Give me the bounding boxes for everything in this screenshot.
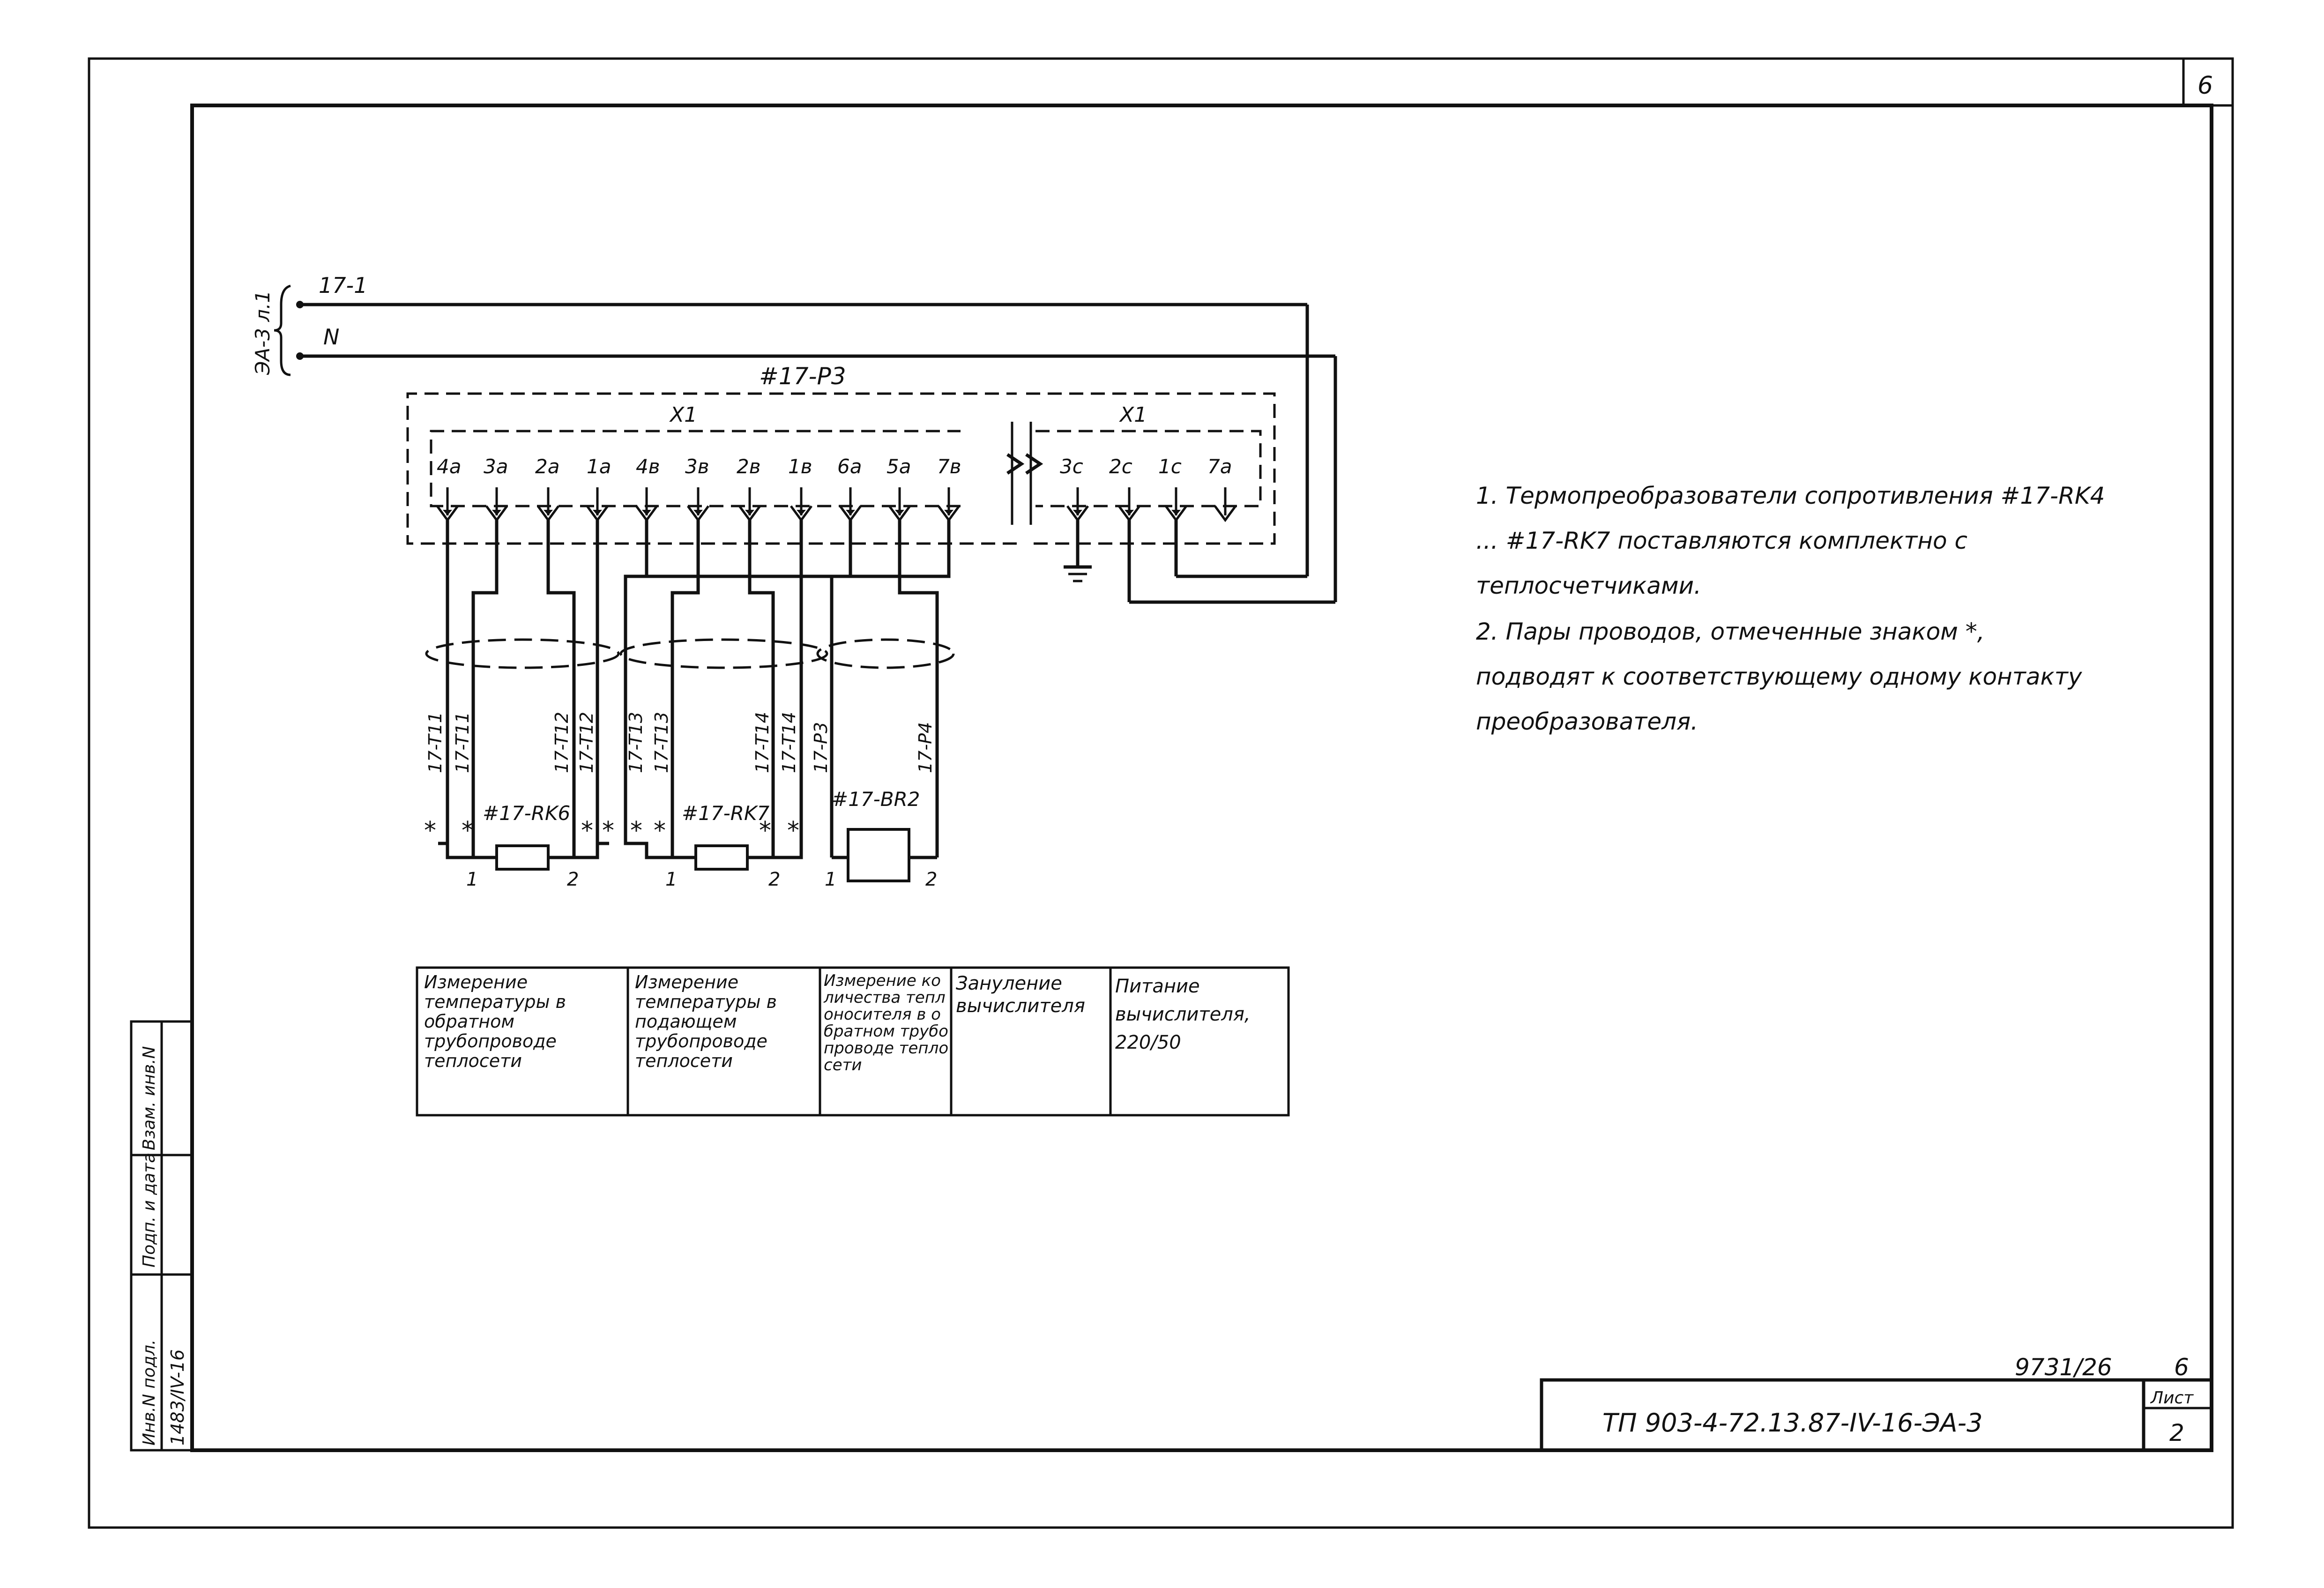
asterisk-mark: * <box>581 817 593 845</box>
field-wiring <box>425 520 955 882</box>
table-cell-power: Питание вычислителя, 220/50 <box>1115 976 1251 1053</box>
asterisk-mark: * <box>462 817 474 845</box>
asterisk-mark: * <box>759 817 771 845</box>
asterisk-mark: * <box>654 817 666 845</box>
table-cell-flow: Измерение количества теплоносителя в обр… <box>824 971 949 1074</box>
terminal-label: 1а <box>587 455 611 478</box>
sensor-rk6-label: #17-RK6 <box>483 802 570 825</box>
supply-lines: ЭА-3 л.1 17-1 N <box>251 273 1337 604</box>
block-left-label: X1 <box>669 403 697 427</box>
sensor-rk7-label: #17-RK7 <box>682 802 770 825</box>
ground-symbol <box>1064 520 1092 582</box>
sheet-number: 2 <box>2169 1419 2184 1446</box>
wire-label: 17-T11 <box>425 712 446 773</box>
block-right-label: X1 <box>1119 403 1147 427</box>
wire-label: 17-T13 <box>651 712 672 773</box>
wire-label: 17-T12 <box>576 712 597 773</box>
supply-reference: ЭА-3 л.1 <box>251 291 274 375</box>
terminal-label: 4а <box>437 455 461 478</box>
side-stamp: Инв.N подл. Подп. и дата Взам. инв.N 148… <box>130 1020 194 1452</box>
table-cell-return-temp: Измерение температуры в обратном трубопр… <box>424 972 566 1071</box>
terminal-label: 7в <box>937 455 961 478</box>
cabinet-p3: #17-P3 X1 X1 <box>406 363 1276 545</box>
pin-label: 1 <box>466 869 478 890</box>
table-cell-supply-temp: Измерение температуры в подающем трубопр… <box>635 972 777 1071</box>
terminal-label: 7а <box>1207 455 1232 478</box>
outer-border <box>88 57 2234 1529</box>
terminal-label: 2а <box>535 455 559 478</box>
cabinet-label: #17-P3 <box>759 363 846 390</box>
wire-label: 17-T14 <box>779 712 799 773</box>
terminal-label: 6а <box>837 455 862 478</box>
note-2: 2. Пары проводов, отмеченные знаком *, п… <box>1476 618 2082 735</box>
line-phase-label: 17-1 <box>319 273 367 298</box>
table-cell-grounding: Зануление вычислителя <box>956 973 1085 1017</box>
terminal-symbols <box>436 487 1237 522</box>
wire-label: 17-T11 <box>452 712 473 773</box>
terminal-label: 1с <box>1158 455 1182 478</box>
drawing-designation: ТП 903-4-72.13.87-IV-16-ЭА-3 <box>1602 1408 1982 1438</box>
terminal-label: 3с <box>1060 455 1083 478</box>
wire-label: 17-P4 <box>915 722 936 773</box>
stamp-replace-header: Взам. инв.N <box>140 1046 159 1150</box>
sheet-label: Лист <box>2150 1388 2194 1408</box>
pin-label: 2 <box>925 869 937 890</box>
wire-label: 17-T12 <box>551 712 572 773</box>
stamp-sign-header: Подп. и дата <box>140 1153 159 1267</box>
terminal-label: 3а <box>484 455 508 478</box>
sensor-br2-label: #17-BR2 <box>832 788 920 811</box>
pin-label: 1 <box>825 869 836 890</box>
pin-label: 1 <box>665 869 677 890</box>
archive-number: 9731/26 <box>2015 1354 2112 1381</box>
terminal-label: 2с <box>1109 455 1132 478</box>
pin-label: 2 <box>768 869 780 890</box>
terminal-label: 2в <box>737 455 760 478</box>
asterisk-mark: * <box>630 817 642 845</box>
inner-frame <box>190 104 2213 1452</box>
wire-label: 17-T14 <box>752 712 773 773</box>
line-neutral-label: N <box>323 324 339 350</box>
stamp-inv-header: Инв.N подл. <box>140 1340 159 1446</box>
title-block: 9731/26 6 ТП 903-4-72.13.87-IV-16-ЭА-3 Л… <box>1540 1354 2213 1452</box>
archive-sheet: 6 <box>2174 1354 2189 1381</box>
asterisk-mark: * <box>424 817 436 845</box>
terminal-label: 5а <box>886 455 911 478</box>
terminal-label: 3в <box>685 455 709 478</box>
terminal-label: 4в <box>636 455 660 478</box>
terminal-label: 1в <box>788 455 812 478</box>
stamp-inventory-value: 1483/IV-16 <box>167 1349 188 1446</box>
terminal-labels: 4а 3а 2а 1а 4в 3в 2в 1в 6а 5а 7в 3с 2с 1… <box>437 455 1232 478</box>
note-1: 1. Термопреобразователи сопротивления #1… <box>1476 482 2105 599</box>
wire-labels: 17-T11 17-T11 17-T12 17-T12 17-T13 17-T1… <box>425 712 936 773</box>
asterisk-mark: * <box>787 817 799 845</box>
function-table <box>416 966 1290 1117</box>
sensor-labels: #17-RK6 #17-RK7 #17-BR2 1 2 1 2 1 2 * * … <box>424 788 937 890</box>
wire-label: 17-T13 <box>626 712 646 773</box>
corner-number: 6 <box>2197 72 2213 100</box>
pin-label: 2 <box>567 869 579 890</box>
wire-label: 17-P3 <box>811 722 831 773</box>
asterisk-mark: * <box>602 817 614 845</box>
